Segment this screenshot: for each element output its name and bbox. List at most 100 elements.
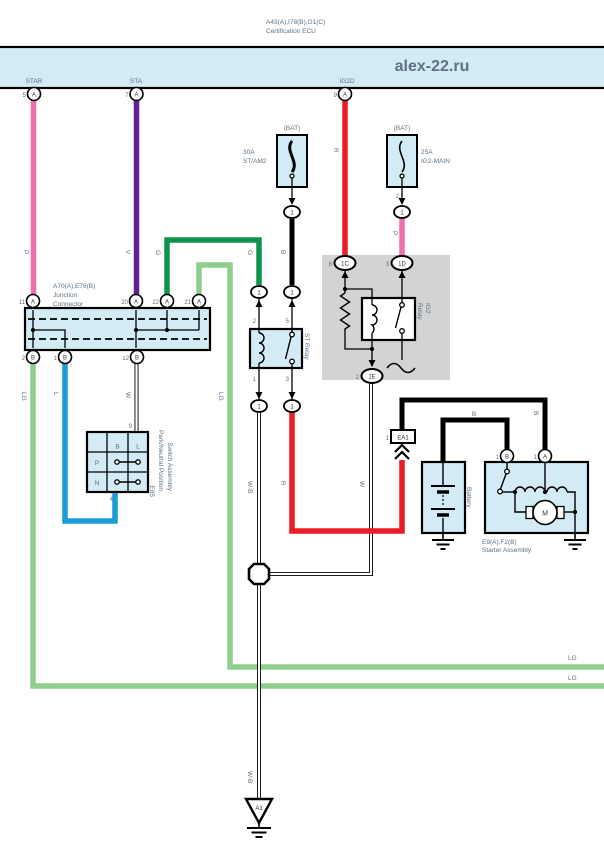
svg-text:1C: 1C (341, 261, 349, 267)
svg-text:2: 2 (22, 356, 26, 362)
starter-motor (532, 499, 558, 526)
svg-text:1: 1 (534, 455, 538, 461)
svg-text:1D: 1D (398, 261, 406, 267)
svg-text:A: A (134, 299, 138, 305)
ea1-label: EA1 (397, 436, 409, 442)
svg-text:B: B (63, 355, 67, 361)
wire-label-sta: V (124, 250, 131, 255)
ecu-pin-num-star: 5 (23, 93, 27, 99)
svg-text:1: 1 (290, 290, 294, 296)
junction-internals (28, 310, 207, 348)
wire-g-junction-to-relay (164, 237, 262, 295)
battery-ground (432, 533, 454, 550)
svg-text:1: 1 (257, 290, 261, 296)
wire-r-relay-to-ea1 (289, 412, 405, 534)
svg-text:11: 11 (19, 300, 26, 306)
fuse-ig2-pin: 2 (396, 194, 400, 200)
wire-label-r-lower: R (279, 481, 286, 486)
wire-label-w-junction: W (124, 392, 131, 399)
fuse-st-am2-element (288, 140, 296, 205)
ground-a1-label: A1 (255, 806, 263, 812)
st-relay-internals (255, 298, 296, 400)
svg-text:1E: 1E (368, 374, 375, 380)
wire-l-blue (62, 363, 118, 524)
svg-text:A: A (165, 299, 169, 305)
svg-text:B: B (505, 454, 509, 460)
ig2-relay-internals (339, 270, 417, 374)
wire-label-w-relay: W (358, 481, 365, 488)
wire-label-fuse-st: B (279, 250, 286, 254)
splice-node (247, 562, 271, 586)
pn-switch-name2: Switch Assembly (166, 442, 173, 492)
starter-ground (564, 533, 586, 550)
svg-text:5: 5 (286, 319, 290, 325)
svg-text:1: 1 (257, 404, 261, 410)
svg-text:1: 1 (496, 455, 500, 461)
svg-text:20: 20 (121, 300, 128, 306)
pn-switch-ref: E85 (148, 485, 155, 497)
junction-pin-circles (25, 293, 207, 365)
ecu-pin-label-ig2d: IG2D (339, 78, 354, 85)
svg-text:3: 3 (286, 377, 290, 383)
junction-name1: Junction (53, 292, 78, 299)
svg-text:A: A (543, 454, 547, 460)
pn-switch-internals (87, 432, 148, 492)
wire-label-ig2d: R (332, 148, 339, 153)
wire-label-fuse-ig2: P (391, 231, 398, 235)
starter-internals (497, 463, 578, 533)
svg-text:12: 12 (122, 356, 129, 362)
ecu-pin-t-star: A (32, 92, 36, 98)
svg-text:L: L (136, 444, 140, 451)
fuse-ig2-amps: 25A (421, 149, 433, 156)
svg-text:N: N (95, 480, 100, 487)
motor-label: M (542, 511, 548, 518)
ecu-header: A43(A),I78(B),O1(C) Certification ECU al… (0, 19, 604, 90)
starter-box (483, 460, 590, 535)
wire-label-lg-right: LG (217, 392, 224, 401)
svg-text:3: 3 (386, 262, 390, 268)
junction-name2: Connector (53, 301, 84, 308)
starter-ref: E9(A),F2(B) (482, 539, 517, 546)
svg-text:1: 1 (290, 404, 294, 410)
svg-text:A: A (197, 299, 201, 305)
ecu-pin-num-ig2d: 9 (334, 93, 338, 99)
fuse-ig2-bat: (BAT) (394, 125, 411, 132)
svg-text:1: 1 (54, 356, 58, 362)
battery-name: Battery (465, 487, 472, 508)
ecu-pin-num-sta: 7 (125, 93, 129, 99)
wire-b-ea1-to-starter (399, 397, 548, 449)
harness-connector-ovals (250, 205, 553, 464)
wire-label-b-ea1: B (532, 411, 539, 415)
fuse-ig2-conn: 1 (400, 210, 404, 216)
ground-a1 (243, 797, 275, 838)
wire-label-g-right: G (246, 250, 253, 255)
svg-text:1: 1 (253, 377, 257, 383)
svg-text:B: B (31, 355, 35, 361)
labels: 5 A 7 A 9 A (BAT) 30A ST/AM2 1 (BAT) 25A… (19, 92, 577, 812)
fuse-st-name: ST/AM2 (243, 158, 267, 165)
wire-lg-from-21a (196, 262, 604, 670)
wire-label-b-battery: B (472, 411, 476, 418)
wire-label-wb-lower: W-B (246, 771, 253, 784)
junction-ref: A70(A),E76(B) (53, 283, 95, 290)
svg-text:22: 22 (152, 300, 159, 306)
fuse-st-amps: 30A (243, 149, 255, 156)
fuse-st-bat: (BAT) (284, 125, 301, 132)
ig2-relay-name2: Relay (416, 303, 423, 320)
wire-lg-from-2b (30, 363, 604, 689)
wire-label-lg-line2: LG (568, 675, 577, 682)
ecu-pin-label-star: STAR (26, 78, 43, 85)
ecu-ref: A43(A),I78(B),O1(C) (266, 19, 325, 26)
starter-name: Starter Assembly (482, 547, 532, 554)
svg-text:A: A (31, 299, 35, 305)
battery-internals (431, 462, 455, 533)
svg-text:2: 2 (253, 319, 257, 325)
ecu-band (0, 45, 604, 90)
ecu-name: Certification ECU (266, 28, 316, 35)
wire-label-wb-upper: W-B (246, 481, 253, 494)
junction-connector-box (23, 306, 212, 352)
ea1-connector (390, 429, 416, 460)
wire-label-g-left: G (154, 250, 161, 255)
